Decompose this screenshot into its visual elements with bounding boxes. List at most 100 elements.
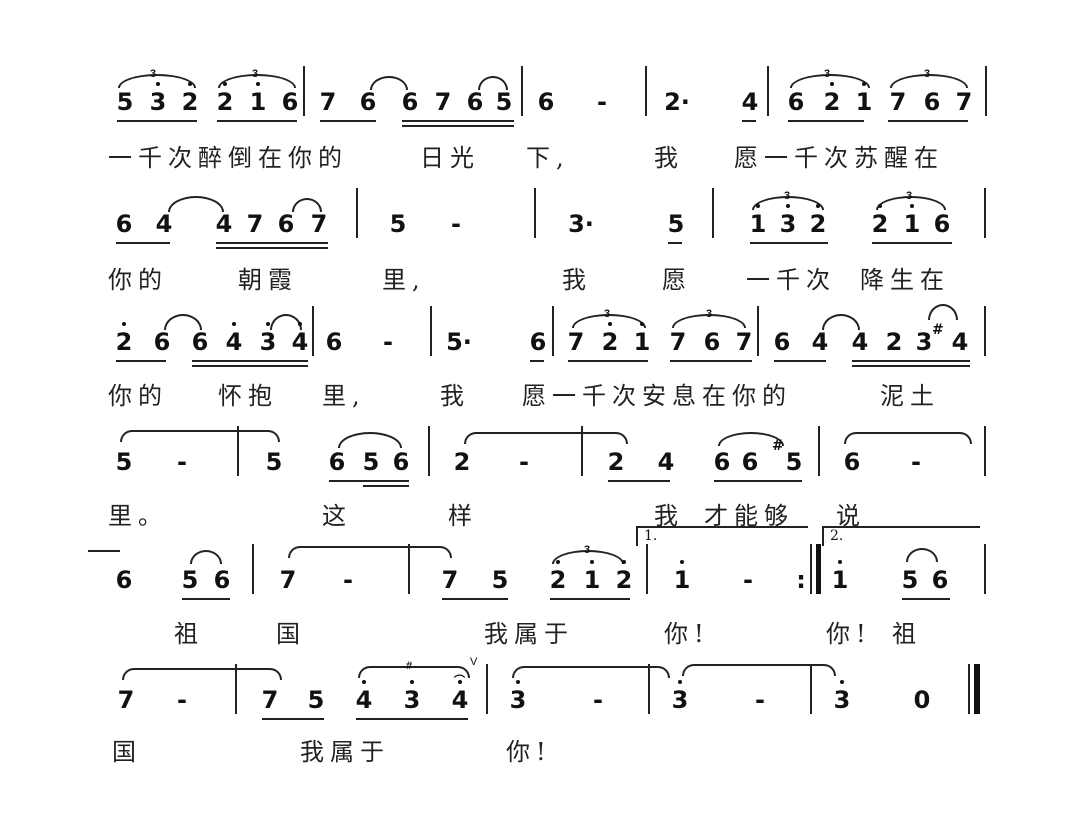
lyric: 国	[276, 620, 306, 648]
note: 6	[773, 328, 791, 356]
repeat-sign: :	[796, 566, 806, 594]
underline	[568, 360, 648, 362]
dash: -	[177, 686, 187, 714]
lyric: 愿一千次苏醒在	[734, 144, 944, 172]
underline-double	[852, 365, 970, 367]
note-high: 1	[854, 82, 874, 116]
note: 6	[401, 88, 419, 116]
barline	[235, 664, 237, 714]
lyric: 我	[440, 382, 470, 410]
underline	[608, 480, 670, 482]
note: 7	[117, 686, 135, 714]
note: 7	[889, 88, 907, 116]
note: 5	[667, 210, 685, 238]
barline	[521, 66, 523, 116]
lyric: 愿一千次安息在你的	[522, 382, 792, 410]
note: 5	[389, 210, 407, 238]
note: 6	[741, 448, 759, 476]
lyric: 里,	[322, 382, 366, 410]
underline-double	[363, 485, 409, 487]
note-high: 2	[600, 322, 620, 356]
note: 6	[328, 448, 346, 476]
note: 7	[279, 566, 297, 594]
note: 5	[265, 448, 283, 476]
note-high: 4	[224, 322, 244, 356]
lyric: 国	[112, 738, 142, 766]
note: 4	[215, 210, 233, 238]
lyric: 样	[448, 502, 478, 530]
dash: -	[451, 210, 461, 238]
tie	[682, 664, 836, 676]
final-barline-thick	[974, 664, 980, 714]
note: 7	[735, 328, 753, 356]
underline	[320, 120, 376, 122]
lyric: 你!	[664, 620, 710, 648]
note-dotted: 3·	[568, 210, 594, 238]
note-high: 1	[748, 204, 768, 238]
underline	[788, 120, 864, 122]
slur	[338, 432, 402, 448]
barline	[430, 306, 432, 356]
note: 6	[703, 328, 721, 356]
lyric: 才能够	[704, 502, 794, 530]
dash: -	[519, 448, 529, 476]
note-high: 3	[832, 680, 852, 714]
note-high: 2	[215, 82, 235, 116]
note: 6	[923, 88, 941, 116]
note: 6	[191, 328, 209, 356]
tie-end	[88, 550, 120, 552]
triplet-mark: 3	[906, 190, 913, 202]
note: 2	[453, 448, 471, 476]
lyric: 我属于	[300, 738, 390, 766]
note: 7	[567, 328, 585, 356]
note: 6	[153, 328, 171, 356]
sharp-mark: #	[406, 660, 413, 672]
underline	[902, 598, 950, 600]
barline	[757, 306, 759, 356]
barline	[810, 664, 812, 714]
note: 2	[607, 448, 625, 476]
triplet-mark: 3	[784, 190, 791, 202]
note: 3	[915, 328, 933, 356]
note: 5	[116, 88, 134, 116]
note-high: 3	[148, 82, 168, 116]
note-high: 2	[180, 82, 200, 116]
note: 6	[931, 566, 949, 594]
underline	[852, 360, 970, 362]
barline	[767, 66, 769, 116]
note-high: 3	[778, 204, 798, 238]
lyric: 里,	[382, 266, 426, 294]
underline	[714, 480, 802, 482]
slur	[906, 548, 938, 562]
underline	[182, 598, 230, 600]
note: 4	[811, 328, 829, 356]
note: 4	[155, 210, 173, 238]
barline	[312, 306, 314, 356]
sharp-icon: #	[772, 438, 784, 454]
triplet-mark: 3	[252, 68, 259, 80]
underline	[116, 242, 170, 244]
note: 6	[392, 448, 410, 476]
tie	[288, 546, 452, 558]
underline-double	[216, 247, 328, 249]
lyric: 怀抱	[218, 382, 278, 410]
lyric: 我属于	[484, 620, 574, 648]
underline	[262, 718, 324, 720]
triplet-mark: 3	[604, 308, 611, 320]
note-high: 2	[114, 322, 134, 356]
note: 5	[181, 566, 199, 594]
triplet-mark: 3	[584, 544, 591, 556]
rest: 0	[913, 686, 931, 714]
lyric: 泥土	[880, 382, 940, 410]
note: 7	[319, 88, 337, 116]
note: 6	[115, 210, 133, 238]
note: 7	[669, 328, 687, 356]
underline	[742, 120, 756, 122]
note: 6	[843, 448, 861, 476]
note-high: 3	[670, 680, 690, 714]
note: 5	[785, 448, 803, 476]
note: 7	[955, 88, 973, 116]
lyric: 愿	[662, 266, 692, 294]
barline	[984, 544, 986, 594]
note: 6	[933, 210, 951, 238]
